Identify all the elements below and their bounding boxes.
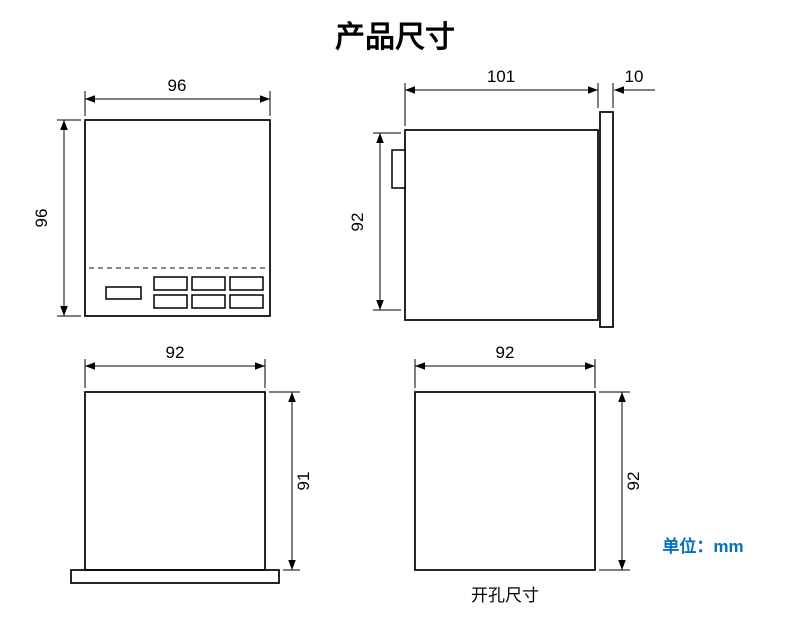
cutout-width-value: 92 [496, 343, 515, 362]
front-height-dimension: 96 [32, 119, 81, 317]
side-depth-value: 101 [487, 67, 515, 86]
side-view-body [404, 129, 599, 321]
cutout-width-dimension: 92 [414, 343, 596, 388]
front-view-button [229, 276, 264, 291]
front-view-body [84, 119, 271, 317]
cutout-height-dimension: 92 [599, 391, 643, 571]
side-depth-dimension: 101 [404, 67, 599, 126]
front-view-indicator-window [105, 286, 142, 300]
front-view-button [153, 276, 188, 291]
lower-front-view: 92 91 [70, 343, 313, 584]
side-height-value: 92 [348, 213, 367, 232]
front-width-dimension: 96 [84, 76, 271, 116]
lower-front-flange [70, 569, 280, 584]
front-height-value: 96 [32, 209, 51, 228]
side-view-latch [391, 149, 406, 189]
lower-front-width-value: 92 [166, 343, 185, 362]
front-view-button [191, 294, 226, 309]
front-view-button [153, 294, 188, 309]
front-view-button [191, 276, 226, 291]
front-view-button [229, 294, 264, 309]
cutout-view: 92 92 开孔尺寸 [414, 343, 643, 605]
side-bezel-dimension: 10 [612, 67, 655, 108]
front-view: 96 96 [32, 76, 271, 317]
lower-front-height-dimension: 91 [269, 391, 313, 571]
unit-label: 单位：mm [662, 536, 743, 556]
cutout-label: 开孔尺寸 [471, 586, 539, 605]
cutout-square [414, 391, 596, 571]
front-width-value: 96 [168, 76, 187, 95]
lower-front-height-value: 91 [294, 472, 313, 491]
page-title: 产品尺寸 [335, 21, 455, 54]
cutout-height-value: 92 [624, 472, 643, 491]
lower-front-width-dimension: 92 [84, 343, 266, 388]
side-height-dimension: 92 [348, 132, 401, 311]
side-bezel-value: 10 [625, 67, 644, 86]
side-view: 101 10 92 [348, 67, 655, 328]
side-view-front-bezel [599, 111, 614, 328]
lower-front-body [84, 391, 266, 571]
